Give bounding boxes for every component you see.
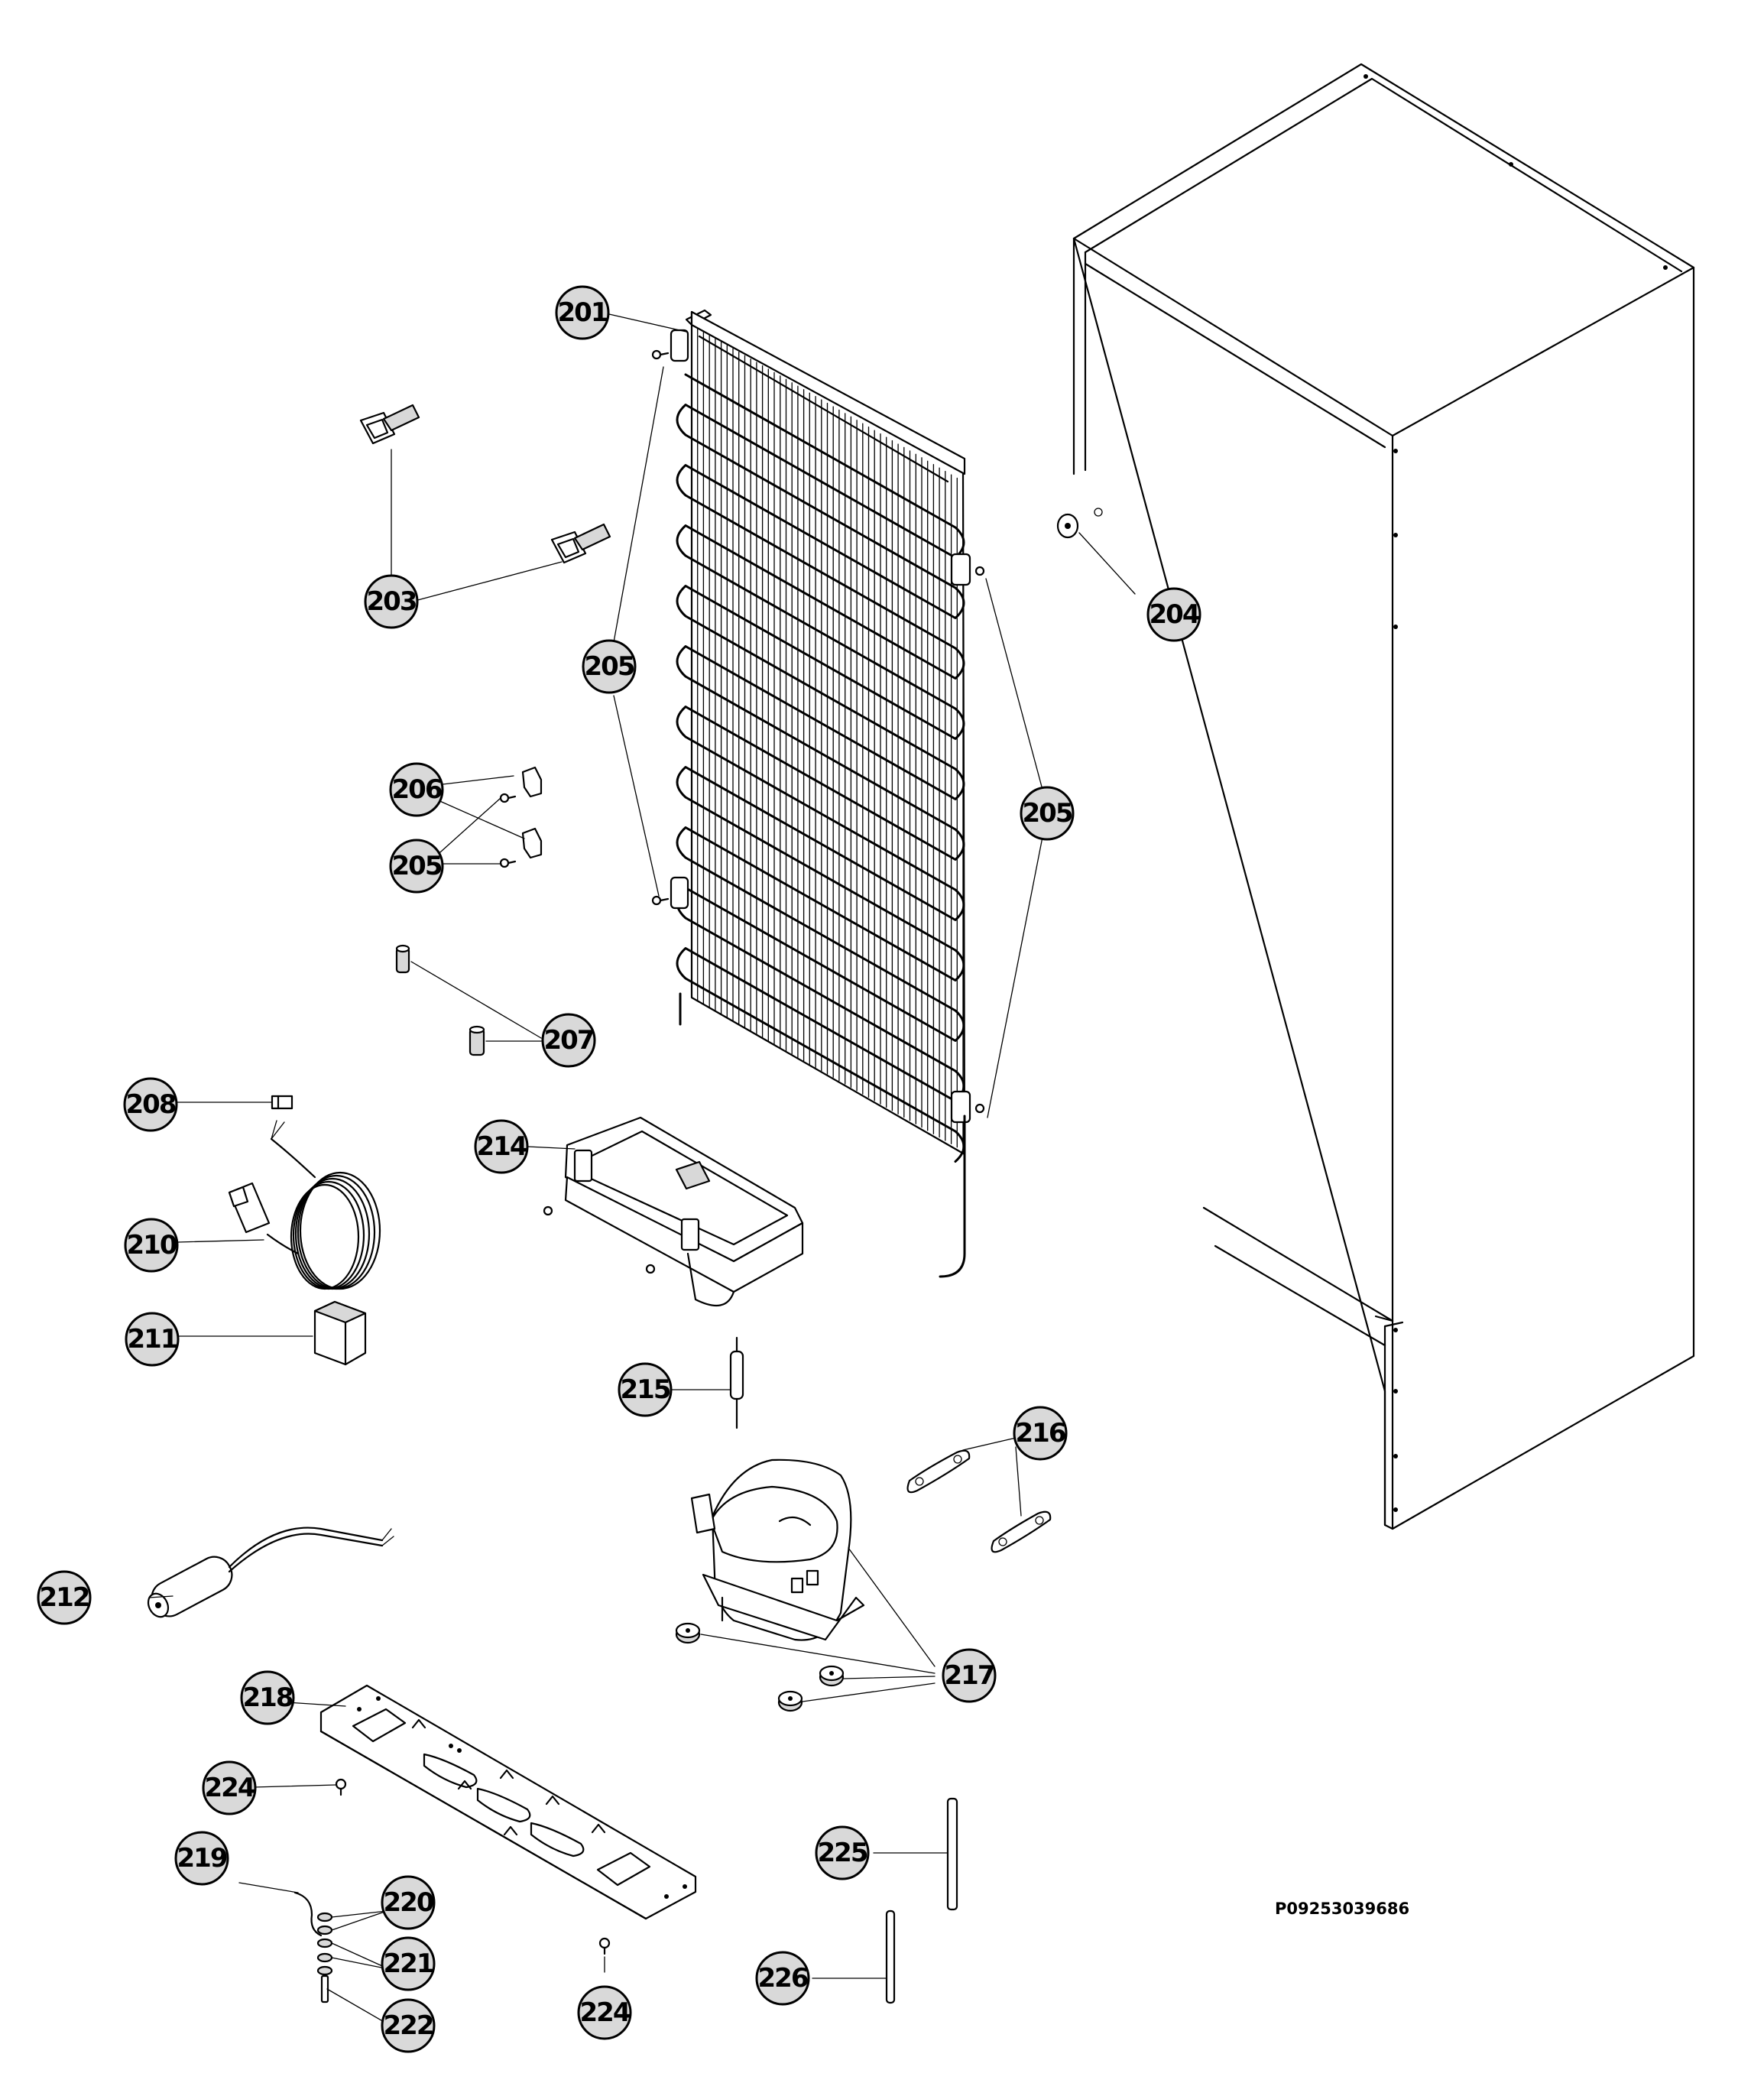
callout-205-right: 205: [1020, 786, 1075, 841]
svg-text:217: 217: [945, 1660, 994, 1691]
callout-224-left: 224: [202, 1760, 257, 1815]
callout-216: 216: [1013, 1406, 1068, 1461]
svg-text:205: 205: [1023, 798, 1072, 829]
svg-text:221: 221: [384, 1948, 433, 1979]
box-211: [313, 1300, 367, 1366]
connector-208: [271, 1095, 293, 1110]
callout-222: 222: [381, 1998, 436, 2053]
callout-204: 204: [1146, 587, 1201, 642]
screws-224: [335, 1778, 611, 1955]
cabinet-body: [1056, 63, 1695, 1530]
tubes-225-226: [885, 1797, 958, 2004]
svg-text:204: 204: [1150, 599, 1200, 630]
filter-drier-215: [729, 1336, 744, 1429]
svg-text:219: 219: [177, 1843, 227, 1874]
svg-text:208: 208: [126, 1089, 176, 1120]
svg-text:225: 225: [818, 1838, 867, 1868]
callout-208: 208: [123, 1077, 178, 1132]
drawing-reference: P09253039686: [1275, 1900, 1409, 1918]
power-cord-210: [228, 1120, 381, 1290]
compressor-217: [675, 1458, 865, 1712]
callout-207: 207: [541, 1013, 596, 1068]
svg-text:203: 203: [367, 586, 417, 617]
svg-text:216: 216: [1016, 1418, 1065, 1449]
svg-text:207: 207: [544, 1025, 594, 1056]
spacers-207: [395, 944, 485, 1056]
svg-text:210: 210: [127, 1230, 177, 1261]
callout-226: 226: [755, 1951, 810, 2006]
callout-203: 203: [364, 574, 419, 629]
base-plate-218: [319, 1684, 697, 1920]
callout-221: 221: [381, 1936, 436, 1991]
callout-218: 218: [240, 1670, 295, 1725]
key-part-203: [359, 404, 611, 564]
callout-212: 212: [37, 1570, 92, 1625]
callout-205-left: 205: [582, 639, 637, 694]
svg-text:206: 206: [392, 774, 442, 805]
svg-text:212: 212: [40, 1582, 89, 1613]
callout-205-clips: 205: [389, 839, 444, 894]
clamp-brackets-216: [906, 1449, 1052, 1553]
svg-text:205: 205: [392, 851, 442, 881]
svg-text:218: 218: [243, 1682, 293, 1713]
callout-217: 217: [942, 1648, 997, 1703]
svg-text:220: 220: [384, 1887, 434, 1918]
earth-wire-assembly: [293, 1891, 333, 2004]
hinge-clips-206: [499, 766, 543, 868]
svg-text:211: 211: [128, 1324, 177, 1355]
svg-text:215: 215: [621, 1374, 670, 1405]
capacitor-212: [147, 1527, 394, 1618]
callout-224-bottom: 224: [577, 1985, 632, 2040]
svg-text:226: 226: [758, 1963, 808, 1994]
svg-text:205: 205: [585, 651, 634, 682]
svg-text:224: 224: [205, 1773, 255, 1803]
callout-219: 219: [174, 1831, 229, 1886]
callout-220: 220: [381, 1875, 436, 1930]
callout-210: 210: [124, 1218, 179, 1273]
callout-225: 225: [815, 1825, 870, 1880]
callout-214: 214: [474, 1119, 529, 1174]
svg-text:201: 201: [558, 297, 608, 328]
callout-211: 211: [125, 1312, 180, 1367]
svg-text:222: 222: [384, 2010, 433, 2041]
callout-206: 206: [389, 762, 444, 817]
leader-lines: [148, 313, 1136, 2026]
callout-215: 215: [618, 1362, 673, 1417]
svg-text:214: 214: [477, 1131, 527, 1162]
drip-tray-214: [543, 1116, 804, 1307]
condenser-coil: [651, 309, 985, 1278]
callout-201: 201: [555, 285, 610, 340]
svg-text:224: 224: [580, 1997, 631, 2028]
